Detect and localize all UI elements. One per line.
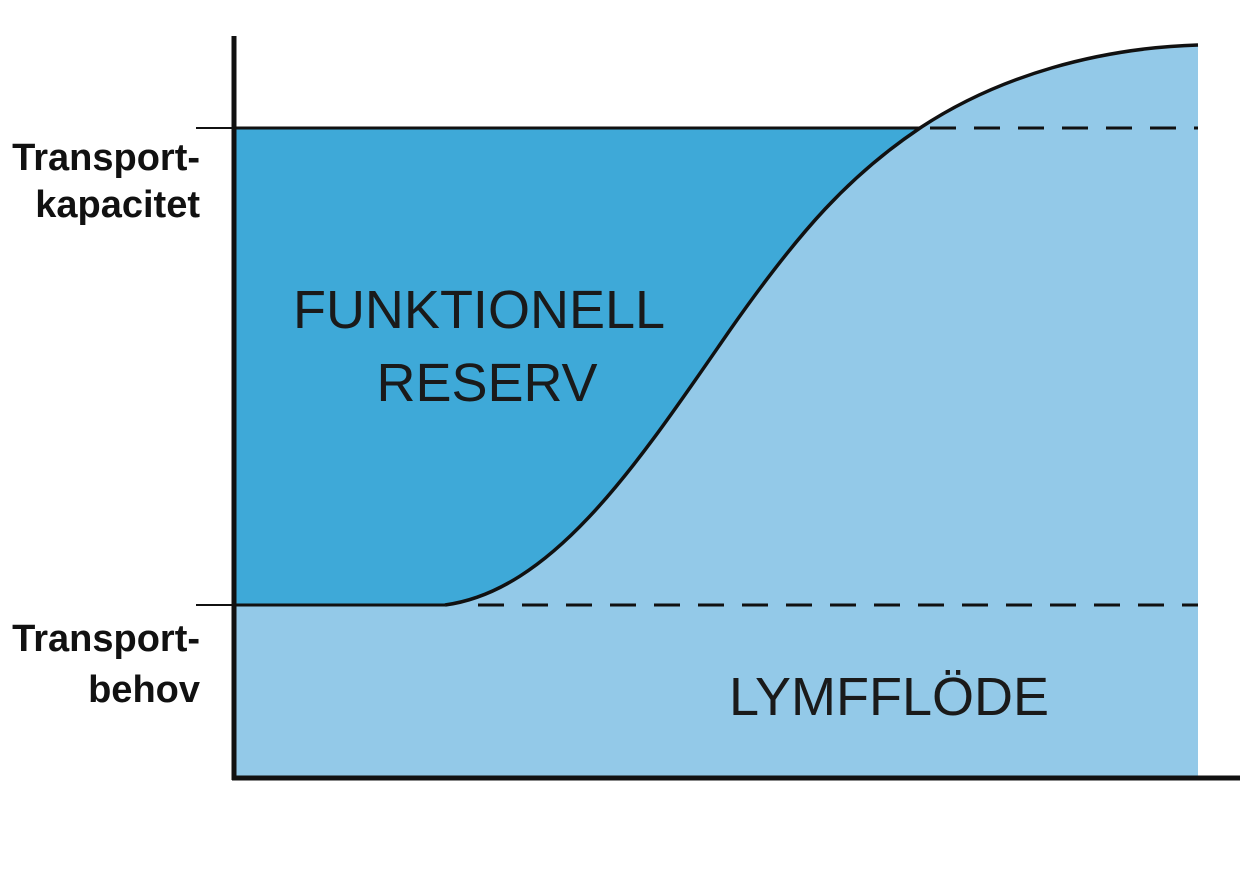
lymph-flow-curve bbox=[444, 43, 1199, 607]
lymph-flow-label: LYMFFLÖDE bbox=[729, 667, 1049, 727]
demand-label-line2: behov bbox=[88, 669, 200, 711]
functional-reserve-area bbox=[235, 128, 920, 605]
lymph-flow-area bbox=[235, 45, 1198, 778]
capacity-label-line1: Transport- bbox=[12, 137, 200, 179]
reserve-label-line2: RESERV bbox=[376, 353, 597, 413]
demand-label-line1: Transport- bbox=[12, 618, 200, 660]
capacity-label-line2: kapacitet bbox=[35, 184, 200, 226]
reserve-label-line1: FUNKTIONELL bbox=[293, 280, 665, 340]
